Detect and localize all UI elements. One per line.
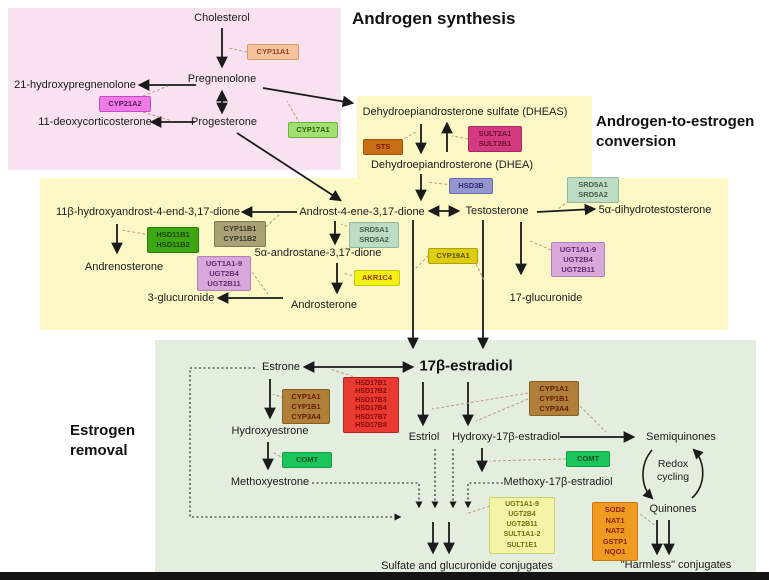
androgen-synthesis-region <box>8 8 341 170</box>
enzyme-sts: STS <box>363 139 403 155</box>
node-11b-hydroxyandrostenedione: 11β-hydroxyandrost-4-end-3,17-dione <box>55 206 241 218</box>
annotation-redox-cycling: Redox cycling <box>656 457 690 483</box>
enzyme-sult2a1-sult2b1: SULT2A1 SULT2B1 <box>468 126 522 152</box>
enzyme-cyp11a1: CYP11A1 <box>247 44 299 60</box>
node-hydroxyestrone: Hydroxyestrone <box>231 425 309 437</box>
node-quinones: Quinones <box>649 503 697 515</box>
node-hydroxyestradiol: Hydroxy-17β-estradiol <box>452 431 560 443</box>
node-cholesterol: Cholesterol <box>194 12 250 24</box>
node-andrenosterone: Andrenosterone <box>84 261 164 273</box>
node-progesterone: Progesterone <box>190 116 258 128</box>
node-sulfate-glucuronide-conjugates: Sulfate and glucuronide conjugates <box>381 560 553 572</box>
node-semiquinones: Semiquinones <box>646 431 716 443</box>
node-harmless-conjugates: "Harmless" conjugates <box>620 559 732 571</box>
conversion-region-main <box>40 178 728 330</box>
node-11-deoxycorticosterone: 11-deoxycorticosterone <box>38 116 152 128</box>
enzyme-comt-estradiol: COMT <box>566 451 610 467</box>
header-androgen-synthesis: Androgen synthesis <box>352 9 516 28</box>
enzyme-ugt-androsterone: UGT1A1-9 UGT2B4 UGT2B11 <box>197 256 251 292</box>
enzyme-srd5a1-srd5a2-mid: SRD5A1 SRD5A2 <box>349 222 399 248</box>
enzyme-cyp11b1-cyp11b2: CYP11B1 CYP11B2 <box>214 221 266 247</box>
node-dihydrotestosterone: 5α-dihydrotestosterone <box>598 204 712 216</box>
node-androstanedione: 5α-androstane-3,17-dione <box>254 247 382 259</box>
enzyme-cyp17a1: CYP17A1 <box>288 122 338 138</box>
node-21-hydroxypregnenolone: 21-hydroxypregnenolone <box>14 79 136 91</box>
node-dhea: Dehydroepiandrosterone (DHEA) <box>370 159 534 171</box>
node-pregnenolone: Pregnenolone <box>187 73 257 85</box>
enzyme-hsd3b: HSD3B <box>449 178 493 194</box>
enzyme-cyp1-estradiol: CYP1A1 CYP1B1 CYP3A4 <box>529 381 579 417</box>
node-3-glucuronide: 3-glucuronide <box>147 292 215 304</box>
estrogen-removal-region <box>155 340 756 573</box>
node-estriol: Estriol <box>408 431 440 443</box>
enzyme-cyp21a2: CYP21A2 <box>99 96 151 112</box>
node-testosterone: Testosterone <box>465 205 529 217</box>
node-17-glucuronide: 17-glucuronide <box>509 292 583 304</box>
node-dheas: Dehydroepiandrosterone sulfate (DHEAS) <box>362 106 568 118</box>
node-estrone: Estrone <box>262 361 300 373</box>
node-estradiol: 17β-estradiol <box>419 357 513 375</box>
enzyme-hsd11b1-hsd11b2: HSD11B1 HSD11B2 <box>147 227 199 253</box>
header-androgen-to-estrogen: Androgen-to-estrogen conversion <box>596 113 755 151</box>
node-methoxyestrone: Methoxyestrone <box>230 476 310 488</box>
enzyme-srd5a1-srd5a2-right: SRD5A1 SRD5A2 <box>567 177 619 203</box>
enzyme-hsd17b-family: HSD17B1 HSD17B2 HSD17B3 HSD17B4 HSD17B7 … <box>343 377 399 434</box>
header-estrogen-removal: Estrogen removal <box>70 422 136 460</box>
enzyme-akr1c4: AKR1C4 <box>354 270 400 286</box>
enzyme-cyp19a1: CYP19A1 <box>428 248 478 264</box>
enzyme-sod-nat-gst-nqo: SOD2 NAT1 NAT2 GSTP1 NQO1 <box>592 502 638 561</box>
enzyme-comt-estrone: COMT <box>282 452 332 468</box>
node-androstenedione: Androst-4-ene-3,17-dione <box>299 206 425 218</box>
enzyme-ugt-testosterone: UGT1A1-9 UGT2B4 UGT2B11 <box>551 242 605 278</box>
bottom-bar <box>0 572 769 580</box>
node-methoxyestradiol: Methoxy-17β-estradiol <box>503 476 613 488</box>
enzyme-ugt-sult-conjugation: UGT1A1-9 UGT2B4 UGT2B11 SULT1A1-2 SULT1E… <box>489 497 555 554</box>
node-androsterone: Androsterone <box>290 299 358 311</box>
enzyme-cyp1-estrone: CYP1A1 CYP1B1 CYP3A4 <box>282 389 330 425</box>
